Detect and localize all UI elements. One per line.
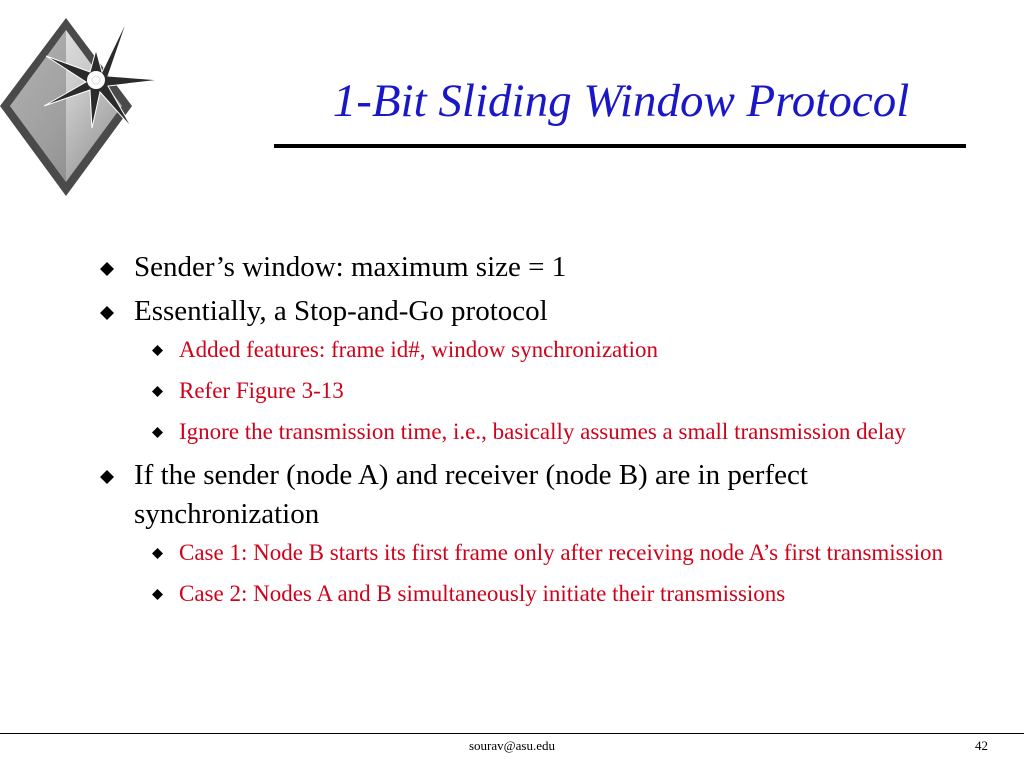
sub-bullet-item: Ignore the transmission time, i.e., basi… [134,415,976,448]
bullet-list: Sender’s window: maximum size = 1 Essent… [96,248,976,618]
diamond-bullet-icon [100,470,114,484]
sub-bullet-text: Case 2: Nodes A and B simultaneously ini… [179,581,786,606]
sub-bullet-item: Case 1: Node B starts its first frame on… [134,536,976,569]
diamond-bullet-icon [152,589,163,600]
bullet-text: If the sender (node A) and receiver (nod… [134,459,808,530]
bullet-item: Essentially, a Stop-and-Go protocol Adde… [96,292,976,448]
sub-bullet-item: Added features: frame id#, window synchr… [134,333,976,366]
sub-bullet-text: Ignore the transmission time, i.e., basi… [179,419,906,444]
diamond-bullet-icon [100,306,114,320]
footer-divider [0,733,1024,734]
sub-bullet-list: Case 1: Node B starts its first frame on… [134,536,976,610]
bullet-item: Sender’s window: maximum size = 1 [96,248,976,287]
diamond-bullet-icon [152,386,163,397]
sub-bullet-text: Refer Figure 3-13 [179,378,344,403]
bullet-item: If the sender (node A) and receiver (nod… [96,456,976,610]
diamond-bullet-icon [100,262,114,276]
sub-bullet-item: Refer Figure 3-13 [134,374,976,407]
bullet-text: Sender’s window: maximum size = 1 [134,251,567,283]
sub-bullet-text: Added features: frame id#, window synchr… [179,337,659,362]
sub-bullet-item: Case 2: Nodes A and B simultaneously ini… [134,577,976,610]
diamond-bullet-icon [152,345,163,356]
page-number: 42 [975,738,988,753]
sub-bullet-list: Added features: frame id#, window synchr… [134,333,976,448]
diamond-bullet-icon [152,427,163,438]
title-underline [274,144,966,148]
diamond-bullet-icon [152,548,163,559]
slide-title: 1-Bit Sliding Window Protocol [332,75,910,127]
footer-email: sourav@asu.edu [469,738,555,753]
bullet-text: Essentially, a Stop-and-Go protocol [134,295,548,327]
diamond-star-logo [0,17,161,196]
sub-bullet-text: Case 1: Node B starts its first frame on… [179,540,943,565]
